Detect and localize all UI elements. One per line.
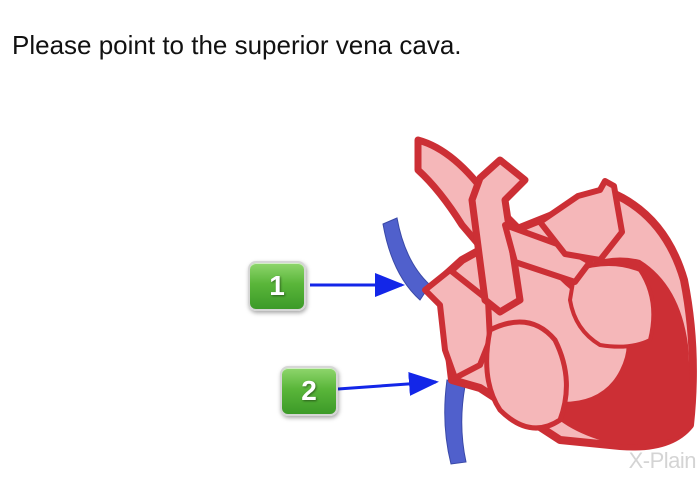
answer-button-1[interactable]: 1 — [248, 261, 306, 311]
arrow-2 — [338, 382, 436, 389]
answer-button-2[interactable]: 2 — [280, 366, 338, 416]
lower-vein[interactable] — [445, 380, 466, 464]
xplain-logo: X-Plain — [629, 448, 696, 474]
upper-vein[interactable] — [383, 218, 430, 300]
right-ventricle — [487, 322, 567, 428]
